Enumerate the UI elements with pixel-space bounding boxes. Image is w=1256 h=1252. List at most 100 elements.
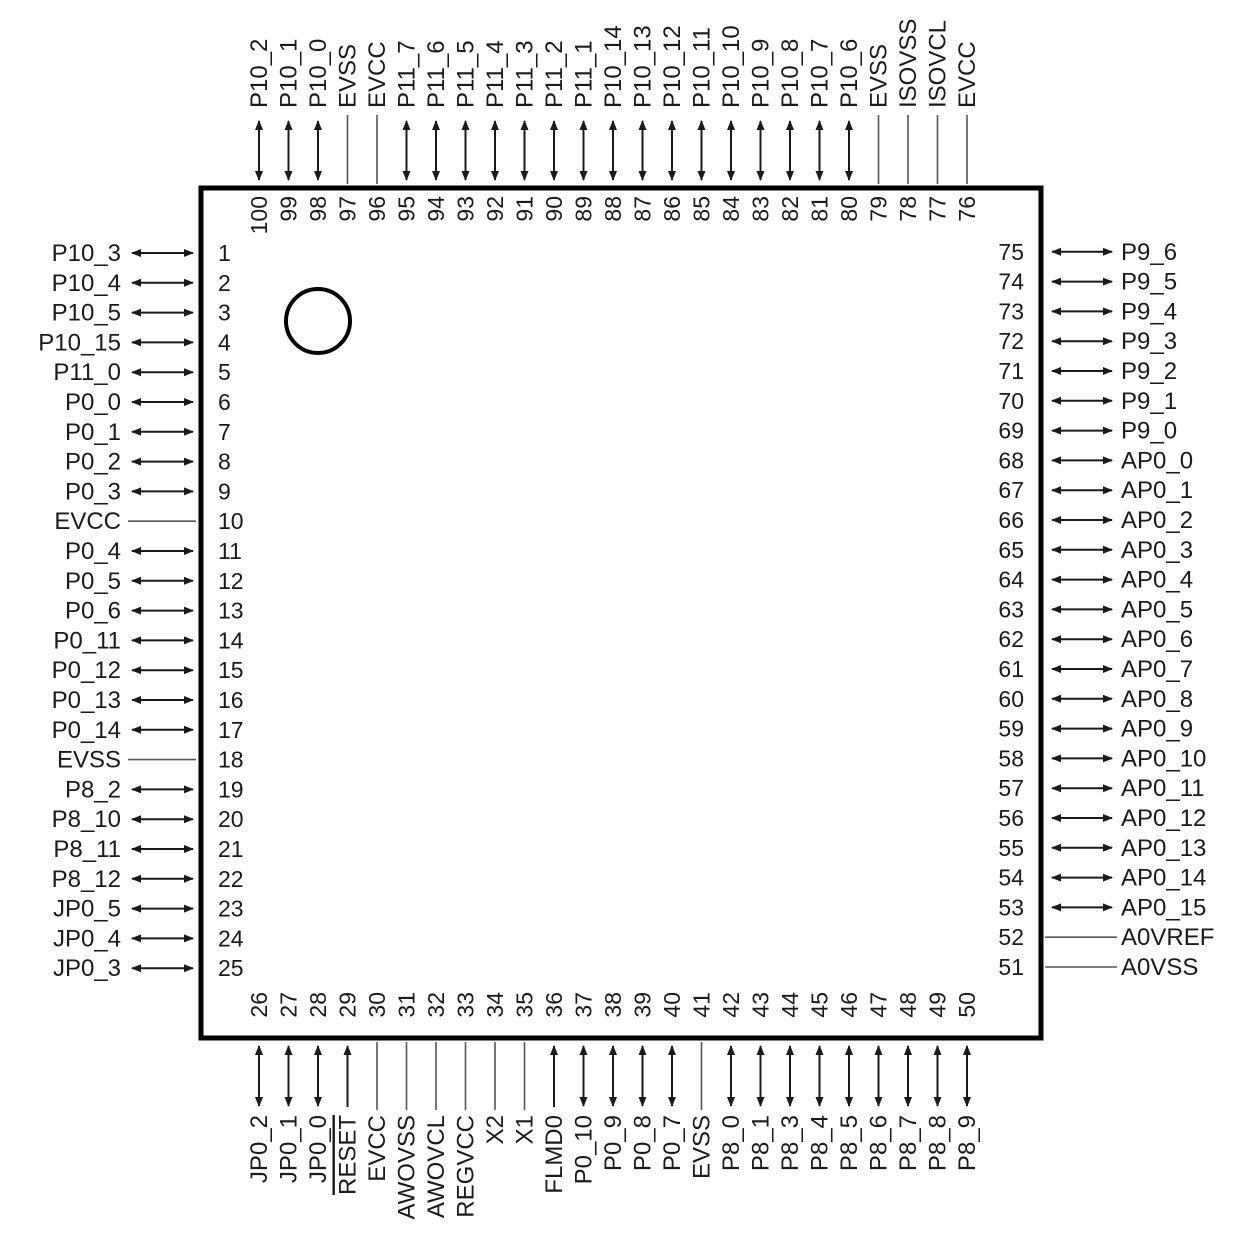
pin-label-ap0-5-63: AP0_5	[1121, 596, 1193, 623]
pin-number-46: 46	[836, 992, 862, 1018]
pin-number-40: 40	[659, 992, 685, 1018]
pin-number-66: 66	[998, 507, 1024, 533]
pin-label-evcc-76: EVCC	[954, 41, 981, 108]
pin-label-p10-14-88: P10_14	[600, 25, 627, 108]
pin-label-evss-41: EVSS	[689, 1115, 716, 1179]
pin-number-80: 80	[836, 196, 862, 222]
pin-number-99: 99	[276, 196, 302, 222]
pin-number-15: 15	[218, 657, 244, 683]
pin-label-ap0-4-64: AP0_4	[1121, 567, 1193, 594]
pin-label-p0-12-15: P0_12	[52, 657, 121, 684]
pin-label-p10-2-100: P10_2	[246, 39, 273, 108]
pin-label-p0-7-40: P0_7	[659, 1115, 686, 1171]
pin-label-p11-4-92: P11_4	[482, 40, 509, 108]
pin-number-73: 73	[998, 298, 1024, 324]
pin-label-p10-11-85: P10_11	[689, 27, 716, 108]
pin-number-7: 7	[218, 419, 231, 445]
pin-label-p0-8-39: P0_8	[630, 1115, 657, 1171]
pin-number-95: 95	[394, 196, 420, 222]
pin-number-96: 96	[364, 196, 390, 222]
pin-number-29: 29	[335, 992, 361, 1018]
pin-label-p10-0-98: P10_0	[305, 39, 332, 108]
pin-label-p9-4-73: P9_4	[1121, 298, 1177, 325]
pin-number-13: 13	[218, 598, 244, 624]
pin-label-p8-12-22: P8_12	[52, 866, 121, 893]
pin-label-ap0-15-53: AP0_15	[1121, 894, 1206, 921]
pin-number-20: 20	[218, 806, 244, 832]
pin-number-53: 53	[998, 894, 1024, 920]
pin-label-p0-3-9: P0_3	[65, 478, 121, 505]
pin-number-32: 32	[423, 992, 449, 1018]
pin-label-p8-7-48: P8_7	[895, 1115, 922, 1171]
pin-label-p0-11-14: P0_11	[53, 627, 121, 654]
pin-label-ap0-13-55: AP0_13	[1121, 835, 1206, 862]
pin-label-p8-2-19: P8_2	[65, 776, 121, 803]
pin-number-90: 90	[541, 196, 567, 222]
pin-label-ap0-12-56: AP0_12	[1121, 805, 1206, 832]
pin-label-p8-9-50: P8_9	[954, 1115, 981, 1171]
pin-number-2: 2	[218, 270, 231, 296]
pin-number-5: 5	[218, 359, 231, 385]
pin-number-4: 4	[218, 329, 231, 355]
pin-label-x2-34: X2	[482, 1115, 509, 1144]
pin-label-p10-10-84: P10_10	[718, 25, 745, 108]
pin-number-94: 94	[423, 196, 449, 222]
pin-number-71: 71	[998, 358, 1024, 384]
pin-label-p8-4-45: P8_4	[807, 1115, 834, 1171]
pin-number-83: 83	[748, 196, 774, 222]
pin-number-88: 88	[600, 196, 626, 222]
pin-label-p10-8-82: P10_8	[777, 39, 804, 108]
pin-label-p11-3-91: P11_3	[512, 40, 539, 108]
pin-label-p9-5-74: P9_5	[1121, 269, 1177, 296]
pin-label-p11-1-89: P11_1	[571, 40, 598, 108]
pin-label-p8-3-44: P8_3	[777, 1115, 804, 1171]
pin-label-jp0-4-24: JP0_4	[53, 925, 121, 952]
pin-number-58: 58	[998, 745, 1024, 771]
pin-number-61: 61	[998, 656, 1024, 682]
pin-number-64: 64	[998, 567, 1024, 593]
pin-number-69: 69	[998, 418, 1024, 444]
pin-number-37: 37	[571, 992, 597, 1018]
pin-number-55: 55	[998, 835, 1024, 861]
pin-label-ap0-14-54: AP0_14	[1121, 865, 1206, 892]
pin-number-74: 74	[998, 269, 1024, 295]
pin-label-p9-3-72: P9_3	[1121, 328, 1177, 355]
pin-label-p10-5-3: P10_5	[52, 300, 121, 327]
pin-label-isovcl-77: ISOVCL	[925, 20, 952, 108]
pin-label-p11-6-94: P11_6	[423, 40, 450, 108]
pin-label-p9-1-70: P9_1	[1121, 388, 1177, 415]
pin-number-81: 81	[807, 196, 833, 222]
pin-label-p0-6-13: P0_6	[65, 598, 121, 625]
pin-number-39: 39	[630, 992, 656, 1018]
pin-number-52: 52	[998, 924, 1024, 950]
pin-label-p10-6-80: P10_6	[836, 39, 863, 108]
pin-label-p8-1-43: P8_1	[748, 1115, 775, 1171]
pin-label-evcc-96: EVCC	[364, 41, 391, 108]
pin-number-41: 41	[689, 992, 715, 1018]
pin-label-p0-13-16: P0_13	[52, 687, 121, 714]
pin-label-p11-5-93: P11_5	[453, 40, 480, 108]
pin-number-91: 91	[512, 196, 538, 222]
pin-number-18: 18	[218, 747, 244, 773]
pin-label-ap0-7-61: AP0_7	[1121, 656, 1193, 683]
pin-number-86: 86	[659, 196, 685, 222]
pin-number-21: 21	[218, 836, 244, 862]
pin-label-p0-1-7: P0_1	[65, 419, 121, 446]
pin-number-27: 27	[276, 992, 302, 1018]
pin-label-p11-7-95: P11_7	[394, 40, 421, 108]
pin-number-54: 54	[998, 865, 1024, 891]
pin-label-jp0-5-23: JP0_5	[53, 896, 121, 923]
pin-label-jp0-3-25: JP0_3	[53, 955, 121, 982]
pin-number-44: 44	[777, 992, 803, 1018]
pin-label-awovcl-32: AWOVCL	[423, 1115, 450, 1218]
pin-label-p10-3-1: P10_3	[52, 240, 121, 267]
pin-label-a0vss-51: A0VSS	[1121, 954, 1198, 981]
pin-number-85: 85	[689, 196, 715, 222]
pin-label-a0vref-52: A0VREF	[1121, 924, 1214, 951]
pin-number-76: 76	[954, 196, 980, 222]
pin-number-78: 78	[895, 196, 921, 222]
pin-label-ap0-10-58: AP0_10	[1121, 745, 1206, 772]
pin-label-ap0-1-67: AP0_1	[1121, 477, 1193, 504]
pin-label-p8-8-49: P8_8	[925, 1115, 952, 1171]
